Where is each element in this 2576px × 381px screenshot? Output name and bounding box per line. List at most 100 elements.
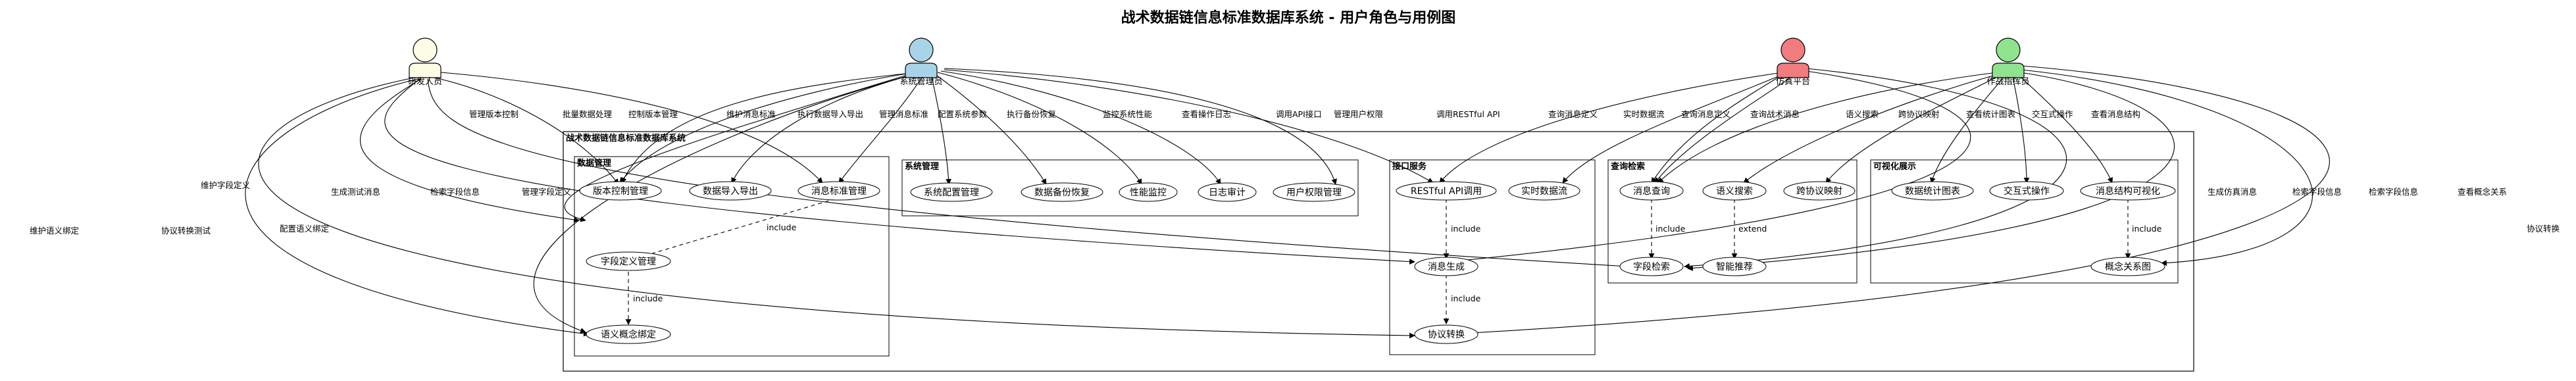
svg-text:RESTful API调用: RESTful API调用 bbox=[1411, 186, 1482, 197]
include-label: include bbox=[633, 293, 663, 303]
svg-text:字段检索: 字段检索 bbox=[1633, 261, 1670, 272]
use-cases: 版本控制管理 数据导入导出 消息标准管理 字段定义管理 语义概念绑定 系统配置管… bbox=[579, 181, 2176, 344]
usecase-proto[interactable]: 协议转换 bbox=[1414, 324, 1478, 344]
actor-dev[interactable]: 研发人员 bbox=[408, 38, 442, 87]
svg-text:概念关系图: 概念关系图 bbox=[2105, 261, 2151, 272]
svg-text:消息结构可视化: 消息结构可视化 bbox=[2096, 186, 2160, 197]
actor-head bbox=[1996, 38, 2021, 63]
diagram-title: 战术数据链信息标准数据库系统 - 用户角色与用例图 bbox=[1121, 9, 1455, 26]
include-label: include bbox=[767, 222, 797, 232]
actor-sim[interactable]: 仿真平台 bbox=[1776, 38, 1810, 87]
usecase-perm[interactable]: 用户权限管理 bbox=[1273, 182, 1355, 202]
actor-head bbox=[909, 38, 934, 63]
assoc-label: 维护字段定义 bbox=[201, 180, 251, 190]
svg-text:交互式操作: 交互式操作 bbox=[2004, 186, 2050, 197]
include-label: include bbox=[2132, 224, 2162, 234]
assoc-label: 维护消息标准 bbox=[726, 109, 776, 119]
usecase-msgq[interactable]: 消息查询 bbox=[1619, 181, 1684, 201]
assoc-label: 查看概念关系 bbox=[2458, 187, 2507, 197]
assoc-label: 维护语义绑定 bbox=[30, 226, 79, 236]
package-label: 可视化展示 bbox=[1873, 161, 1916, 172]
svg-text:跨协议映射: 跨协议映射 bbox=[1796, 186, 1842, 197]
usecase-interact[interactable]: 交互式操作 bbox=[1989, 181, 2064, 201]
include-label: include bbox=[1451, 293, 1481, 303]
svg-text:协议转换: 协议转换 bbox=[1428, 329, 1465, 340]
svg-text:版本控制管理: 版本控制管理 bbox=[593, 186, 648, 197]
usecase-semsearch[interactable]: 语义搜索 bbox=[1702, 181, 1767, 201]
package-label: 系统管理 bbox=[905, 161, 939, 172]
package-api: 接口服务 bbox=[1389, 159, 1596, 355]
svg-text:数据统计图表: 数据统计图表 bbox=[1905, 186, 1960, 197]
svg-text:语义概念绑定: 语义概念绑定 bbox=[601, 329, 656, 340]
assoc-label: 配置语义绑定 bbox=[280, 224, 329, 234]
system-label: 战术数据链信息标准数据库系统 bbox=[566, 133, 686, 143]
usecase-rest[interactable]: RESTful API调用 bbox=[1396, 181, 1497, 201]
svg-text:字段定义管理: 字段定义管理 bbox=[601, 257, 656, 267]
assoc-label: 协议转换测试 bbox=[161, 226, 211, 236]
usecase-version[interactable]: 版本控制管理 bbox=[579, 181, 662, 201]
usecase-msgstd[interactable]: 消息标准管理 bbox=[797, 181, 880, 201]
usecase-semantic[interactable]: 语义概念绑定 bbox=[586, 324, 671, 344]
package-label: 查询检索 bbox=[1610, 161, 1645, 172]
svg-text:系统配置管理: 系统配置管理 bbox=[924, 188, 979, 198]
assoc-label: 监控系统性能 bbox=[1103, 109, 1153, 119]
package-sys: 系统管理 bbox=[901, 159, 1359, 216]
usecase-config[interactable]: 系统配置管理 bbox=[910, 182, 993, 202]
assoc-label: 控制版本管理 bbox=[628, 109, 678, 119]
actor-name: 研发人员 bbox=[408, 76, 442, 87]
usecase-log[interactable]: 日志审计 bbox=[1198, 182, 1257, 202]
assoc-label: 管理消息标准 bbox=[879, 109, 928, 119]
usecase-stats[interactable]: 数据统计图表 bbox=[1891, 181, 1974, 201]
assoc-label: 查看消息结构 bbox=[2091, 109, 2140, 119]
usecase-recommend[interactable]: 智能推荐 bbox=[1702, 257, 1767, 276]
assoc-label: 调用RESTful API bbox=[1436, 109, 1500, 119]
assoc-label: 配置系统参数 bbox=[938, 109, 988, 119]
assoc-label: 生成仿真消息 bbox=[2208, 187, 2257, 197]
extend-label: extend bbox=[1738, 224, 1767, 234]
assoc-label: 查询消息定义 bbox=[1548, 109, 1598, 119]
assoc-label: 交互式操作 bbox=[2032, 109, 2073, 119]
svg-text:数据导入导出: 数据导入导出 bbox=[703, 186, 758, 197]
package-query: 查询检索 bbox=[1607, 159, 1857, 284]
system-boundary: 战术数据链信息标准数据库系统 bbox=[563, 131, 2194, 372]
assoc-label: 查询战术消息 bbox=[1750, 109, 1800, 119]
usecase-perf[interactable]: 性能监控 bbox=[1119, 182, 1178, 202]
package-vis: 可视化展示 bbox=[1870, 159, 2179, 284]
actor-body bbox=[409, 63, 442, 78]
assoc-label: 检索字段信息 bbox=[430, 187, 480, 197]
usecase-concept[interactable]: 概念关系图 bbox=[2090, 257, 2165, 276]
assoc-label: 管理用户权限 bbox=[1334, 109, 1384, 119]
actor-body bbox=[905, 63, 938, 78]
dependencies bbox=[625, 198, 2131, 325]
association-labels: 管理版本控制 维护字段定义 维护消息标准 生成测试消息 检索字段信息 维护语义绑… bbox=[30, 109, 2560, 236]
actor-head bbox=[1780, 38, 1806, 63]
svg-text:数据备份恢复: 数据备份恢复 bbox=[1034, 187, 1090, 198]
assoc-label: 执行数据导入导出 bbox=[797, 109, 863, 119]
usecase-structvis[interactable]: 消息结构可视化 bbox=[2080, 181, 2176, 201]
svg-text:消息标准管理: 消息标准管理 bbox=[811, 186, 867, 197]
assoc-label: 检索字段信息 bbox=[2369, 187, 2418, 197]
actor-admin[interactable]: 系统管理员 bbox=[899, 38, 943, 87]
package-label: 接口服务 bbox=[1392, 161, 1427, 172]
svg-text:日志审计: 日志审计 bbox=[1209, 188, 1246, 198]
assoc-label: 实时数据流 bbox=[1623, 109, 1665, 119]
associations bbox=[245, 65, 2330, 339]
actor-cmd[interactable]: 作战指挥员 bbox=[1986, 38, 2030, 87]
svg-text:智能推荐: 智能推荐 bbox=[1716, 262, 1753, 272]
assoc-label: 管理字段定义 bbox=[522, 187, 572, 197]
usecase-field[interactable]: 字段定义管理 bbox=[586, 251, 671, 271]
svg-text:语义搜索: 语义搜索 bbox=[1716, 186, 1753, 197]
svg-text:消息生成: 消息生成 bbox=[1428, 261, 1465, 272]
assoc-label: 跨协议映射 bbox=[1898, 109, 1940, 119]
actor-head bbox=[413, 38, 438, 63]
usecase-backup[interactable]: 数据备份恢复 bbox=[1021, 182, 1103, 202]
usecase-import[interactable]: 数据导入导出 bbox=[689, 181, 772, 201]
usecase-realtime[interactable]: 实时数据流 bbox=[1508, 181, 1580, 201]
assoc-label: 查询消息定义 bbox=[1681, 109, 1731, 119]
svg-text:性能监控: 性能监控 bbox=[1130, 188, 1167, 198]
usecase-crossmap[interactable]: 跨协议映射 bbox=[1783, 181, 1856, 201]
usecase-fieldsearch[interactable]: 字段检索 bbox=[1619, 257, 1684, 276]
assoc-label: 检索字段信息 bbox=[2292, 187, 2342, 197]
usecase-msggen[interactable]: 消息生成 bbox=[1414, 257, 1478, 276]
